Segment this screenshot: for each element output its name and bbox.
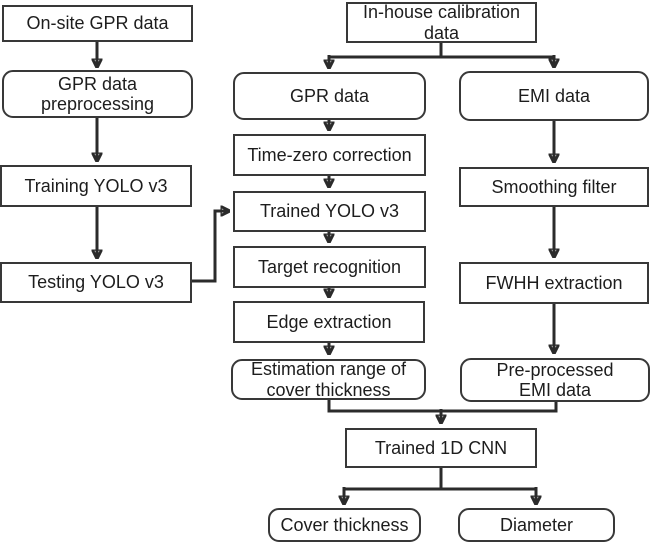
node-testing-yolo-v3: Testing YOLO v3: [0, 262, 192, 303]
node-label: Testing YOLO v3: [28, 272, 164, 293]
connector-testing-to-trainedyolo: [192, 211, 229, 283]
node-label: In-house calibration data: [362, 2, 521, 43]
node-cover-thickness: Cover thickness: [268, 508, 421, 542]
node-label: Pre-processed EMI data: [496, 359, 614, 400]
node-label: Diameter: [499, 514, 574, 535]
node-label: GPR data preprocessing: [40, 73, 155, 114]
node-fwhh-extraction: FWHH extraction: [459, 262, 649, 304]
node-gpr-data: GPR data: [233, 72, 426, 120]
node-time-zero-correction: Time-zero correction: [233, 134, 426, 176]
node-label: Edge extraction: [266, 311, 392, 332]
node-estimation-range: Estimation range of cover thickness: [231, 359, 426, 400]
node-target-recognition: Target recognition: [233, 246, 426, 288]
node-label: Time-zero correction: [247, 144, 412, 165]
node-label: Trained YOLO v3: [259, 201, 400, 222]
node-label: Trained 1D CNN: [374, 437, 508, 458]
node-label: GPR data: [289, 85, 370, 106]
node-preprocessed-emi-data: Pre-processed EMI data: [460, 358, 650, 402]
node-smoothing-filter: Smoothing filter: [459, 167, 649, 207]
node-label: Estimation range of cover thickness: [250, 359, 407, 400]
node-label: FWHH extraction: [485, 272, 623, 293]
node-gpr-data-preprocessing: GPR data preprocessing: [2, 70, 193, 118]
node-emi-data: EMI data: [459, 71, 649, 121]
node-label: Target recognition: [257, 256, 402, 277]
node-label: Smoothing filter: [491, 176, 617, 197]
node-label: EMI data: [517, 85, 591, 106]
node-trained-yolo-v3: Trained YOLO v3: [233, 191, 426, 232]
node-inhouse-calibration-data: In-house calibration data: [346, 2, 537, 43]
node-label: On-site GPR data: [26, 13, 169, 34]
node-label: Cover thickness: [280, 514, 409, 535]
node-edge-extraction: Edge extraction: [233, 301, 425, 343]
node-diameter: Diameter: [458, 508, 615, 542]
node-onsite-gpr-data: On-site GPR data: [2, 5, 193, 42]
node-training-yolo-v3: Training YOLO v3: [0, 165, 192, 207]
node-trained-1d-cnn: Trained 1D CNN: [345, 428, 537, 468]
node-label: Training YOLO v3: [24, 175, 168, 196]
